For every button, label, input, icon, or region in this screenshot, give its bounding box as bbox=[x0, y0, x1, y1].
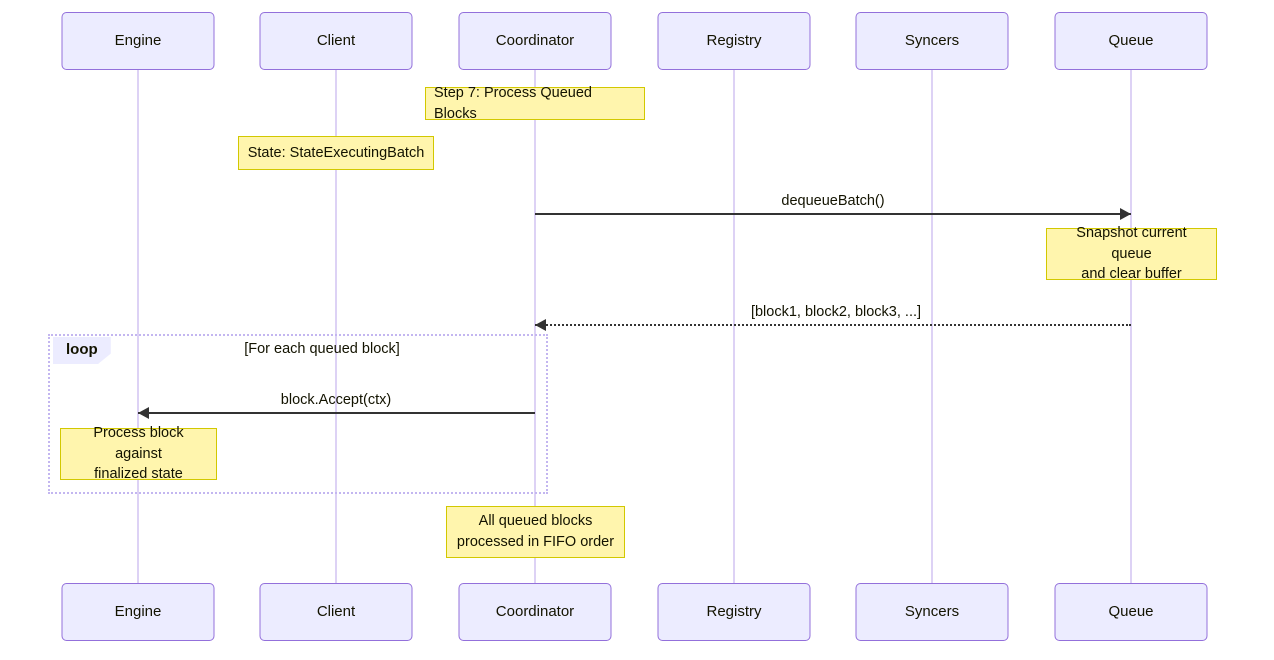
actor-label-queue: Queue bbox=[1108, 603, 1154, 620]
note-step7: Step 7: Process Queued Blocks bbox=[425, 85, 645, 122]
lifeline-registry bbox=[733, 70, 735, 583]
actor-queue-top[interactable]: Queue bbox=[1054, 12, 1208, 70]
actor-syncers-top[interactable]: Syncers bbox=[855, 12, 1009, 70]
note-process-block: Process block against finalized state bbox=[60, 425, 217, 482]
loop-each-queued-block-condition: [For each queued block] bbox=[244, 341, 400, 357]
actor-label-registry: Registry bbox=[706, 603, 762, 620]
loop-each-queued-block-frame bbox=[48, 334, 548, 494]
actor-label-syncers: Syncers bbox=[904, 32, 960, 49]
actor-registry-bottom[interactable]: Registry bbox=[657, 583, 811, 641]
note-fifo: All queued blocks processed in FIFO orde… bbox=[446, 506, 625, 558]
actor-client-top[interactable]: Client bbox=[259, 12, 413, 70]
actor-coordinator-top[interactable]: Coordinator bbox=[458, 12, 612, 70]
msg-blocks-return-label: [block1, block2, block3, ...] bbox=[750, 304, 922, 320]
note-state-text: State: StateExecutingBatch bbox=[247, 144, 425, 161]
actor-label-queue: Queue bbox=[1108, 32, 1154, 49]
lifeline-queue bbox=[1130, 70, 1132, 583]
actor-coordinator-bottom[interactable]: Coordinator bbox=[458, 583, 612, 641]
actor-label-client: Client bbox=[316, 32, 356, 49]
msg-dequeue-batch-line bbox=[535, 213, 1131, 215]
msg-block-accept-label: block.Accept(ctx) bbox=[280, 392, 392, 408]
note-fifo-text: All queued blocks processed in FIFO orde… bbox=[456, 513, 615, 550]
note-snapshot: Snapshot current queue and clear buffer bbox=[1046, 225, 1217, 282]
note-process-block-text: Process block against finalized state bbox=[93, 425, 184, 483]
msg-block-accept-line bbox=[138, 412, 535, 414]
actor-label-coordinator: Coordinator bbox=[495, 32, 575, 49]
actor-syncers-bottom[interactable]: Syncers bbox=[855, 583, 1009, 641]
lifeline-syncers bbox=[931, 70, 933, 583]
actor-engine-bottom[interactable]: Engine bbox=[61, 583, 215, 641]
msg-dequeue-batch-arrowhead bbox=[1120, 208, 1131, 220]
msg-blocks-return-line bbox=[535, 324, 1131, 326]
loop-each-queued-block-tag: loop bbox=[53, 337, 111, 364]
actor-queue-bottom[interactable]: Queue bbox=[1054, 583, 1208, 641]
actor-label-syncers: Syncers bbox=[904, 603, 960, 620]
msg-block-accept-arrowhead bbox=[138, 407, 149, 419]
note-state: State: StateExecutingBatch bbox=[238, 136, 434, 170]
note-snapshot-text: Snapshot current queue and clear buffer bbox=[1076, 225, 1187, 283]
lifeline-client bbox=[335, 70, 337, 583]
lifeline-engine bbox=[137, 70, 139, 583]
actor-label-coordinator: Coordinator bbox=[495, 603, 575, 620]
note-step7-text: Step 7: Process Queued Blocks bbox=[434, 84, 592, 122]
actor-engine-top[interactable]: Engine bbox=[61, 12, 215, 70]
actor-label-engine: Engine bbox=[114, 603, 162, 620]
actor-client-bottom[interactable]: Client bbox=[259, 583, 413, 641]
actor-registry-top[interactable]: Registry bbox=[657, 12, 811, 70]
actor-label-engine: Engine bbox=[114, 32, 162, 49]
actor-label-client: Client bbox=[316, 603, 356, 620]
actor-label-registry: Registry bbox=[706, 32, 762, 49]
msg-blocks-return-arrowhead bbox=[535, 319, 546, 331]
msg-dequeue-batch-label: dequeueBatch() bbox=[781, 193, 885, 209]
